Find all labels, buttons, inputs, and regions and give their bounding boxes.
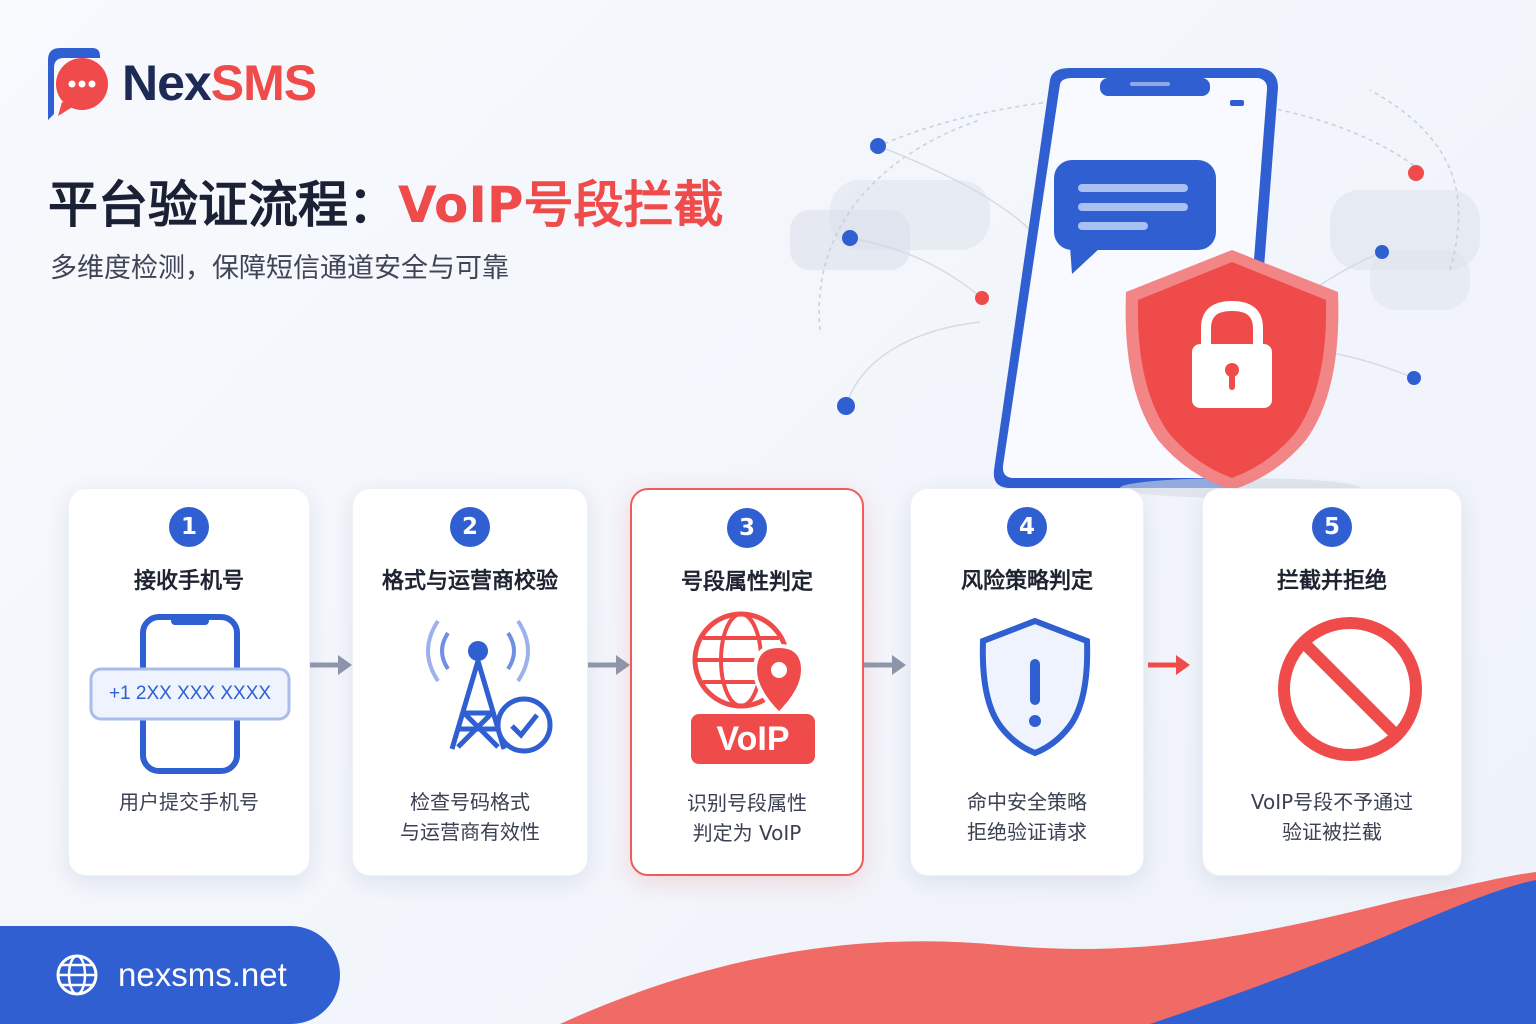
step-description-line: 与运营商有效性 (400, 820, 540, 844)
step-card-5: 5 拦截并拒绝 VoIP号段不予通过验证被拦截 (1202, 488, 1462, 876)
arrow-right-icon (310, 655, 352, 675)
step-description: 检查号码格式与运营商有效性 (353, 787, 587, 847)
prohibited-icon (1278, 617, 1422, 761)
brand-name-nex: Nex (122, 55, 212, 111)
step-description-line: VoIP号段不予通过 (1250, 790, 1414, 814)
arrow-right-icon (588, 655, 630, 675)
step-description-line: 拒绝验证请求 (967, 820, 1087, 844)
step-title: 接收手机号 (133, 569, 244, 594)
step-card-3: 3 号段属性判定 VoIP 识别号段属性判定为 VoIP (630, 488, 864, 876)
brand-logo: NexSMS (44, 44, 317, 122)
phone-number-icon: +1 2XX XXX XXXX (79, 609, 299, 779)
step-number-badge: 1 (169, 507, 209, 547)
voip-label: VoIP (716, 720, 790, 758)
step-description-line: 识别号段属性 (687, 791, 807, 815)
step-description-line: 检查号码格式 (410, 790, 530, 814)
arrow-right-icon (864, 655, 906, 675)
cell-tower-check-icon (426, 619, 553, 754)
step-description: 识别号段属性判定为 VoIP (632, 788, 862, 848)
chat-bubble-logo-icon (48, 48, 108, 120)
step-title: 拦截并拒绝 (1276, 569, 1387, 594)
website-url[interactable]: nexsms.net (118, 956, 287, 993)
brand-name-sms: SMS (210, 55, 317, 111)
globe-icon (56, 954, 98, 996)
step-number-badge: 5 (1312, 507, 1352, 547)
step-description-line: 命中安全策略 (967, 790, 1087, 814)
step-description: 用户提交手机号 (69, 787, 309, 817)
phone-number-text: +1 2XX XXX XXXX (108, 683, 272, 704)
page-subtitle: 多维度检测，保障短信通道安全与可靠 (50, 253, 509, 284)
step-card-2: 2 格式与运营商校验 检查号码格式与运营商有效性 (352, 488, 588, 876)
step-number-badge: 2 (450, 507, 490, 547)
step-title: 号段属性判定 (680, 570, 813, 595)
page-title: 平台验证流程：VoIP号段拦截 (48, 165, 724, 237)
step-card-4: 4 风险策略判定 命中安全策略拒绝验证请求 (910, 488, 1144, 876)
arrow-right-icon (1148, 655, 1190, 675)
chat-message-icon (1054, 160, 1216, 274)
step-title: 风险策略判定 (960, 569, 1093, 594)
step-description-line: 判定为 VoIP (692, 821, 802, 845)
step-description: 命中安全策略拒绝验证请求 (911, 787, 1143, 847)
brand-name: NexSMS (122, 54, 317, 112)
step-description-line: 验证被拦截 (1282, 820, 1382, 844)
step-number-badge: 4 (1007, 507, 1047, 547)
title-accent: VoIP号段拦截 (398, 176, 724, 234)
step-number-badge: 3 (727, 508, 767, 548)
title-main: 平台验证流程： (48, 176, 398, 234)
step-title: 格式与运营商校验 (381, 569, 558, 594)
step-description: VoIP号段不予通过验证被拦截 (1203, 787, 1461, 847)
website-link[interactable]: nexsms.net (0, 926, 340, 1024)
hero-phone-shield-illustration (790, 68, 1480, 498)
globe-location-icon: VoIP (637, 610, 857, 780)
shield-alert-icon (979, 617, 1091, 757)
step-card-1: 1 接收手机号 +1 2XX XXX XXXX 用户提交手机号 (68, 488, 310, 876)
step-description-line: 用户提交手机号 (119, 790, 259, 814)
